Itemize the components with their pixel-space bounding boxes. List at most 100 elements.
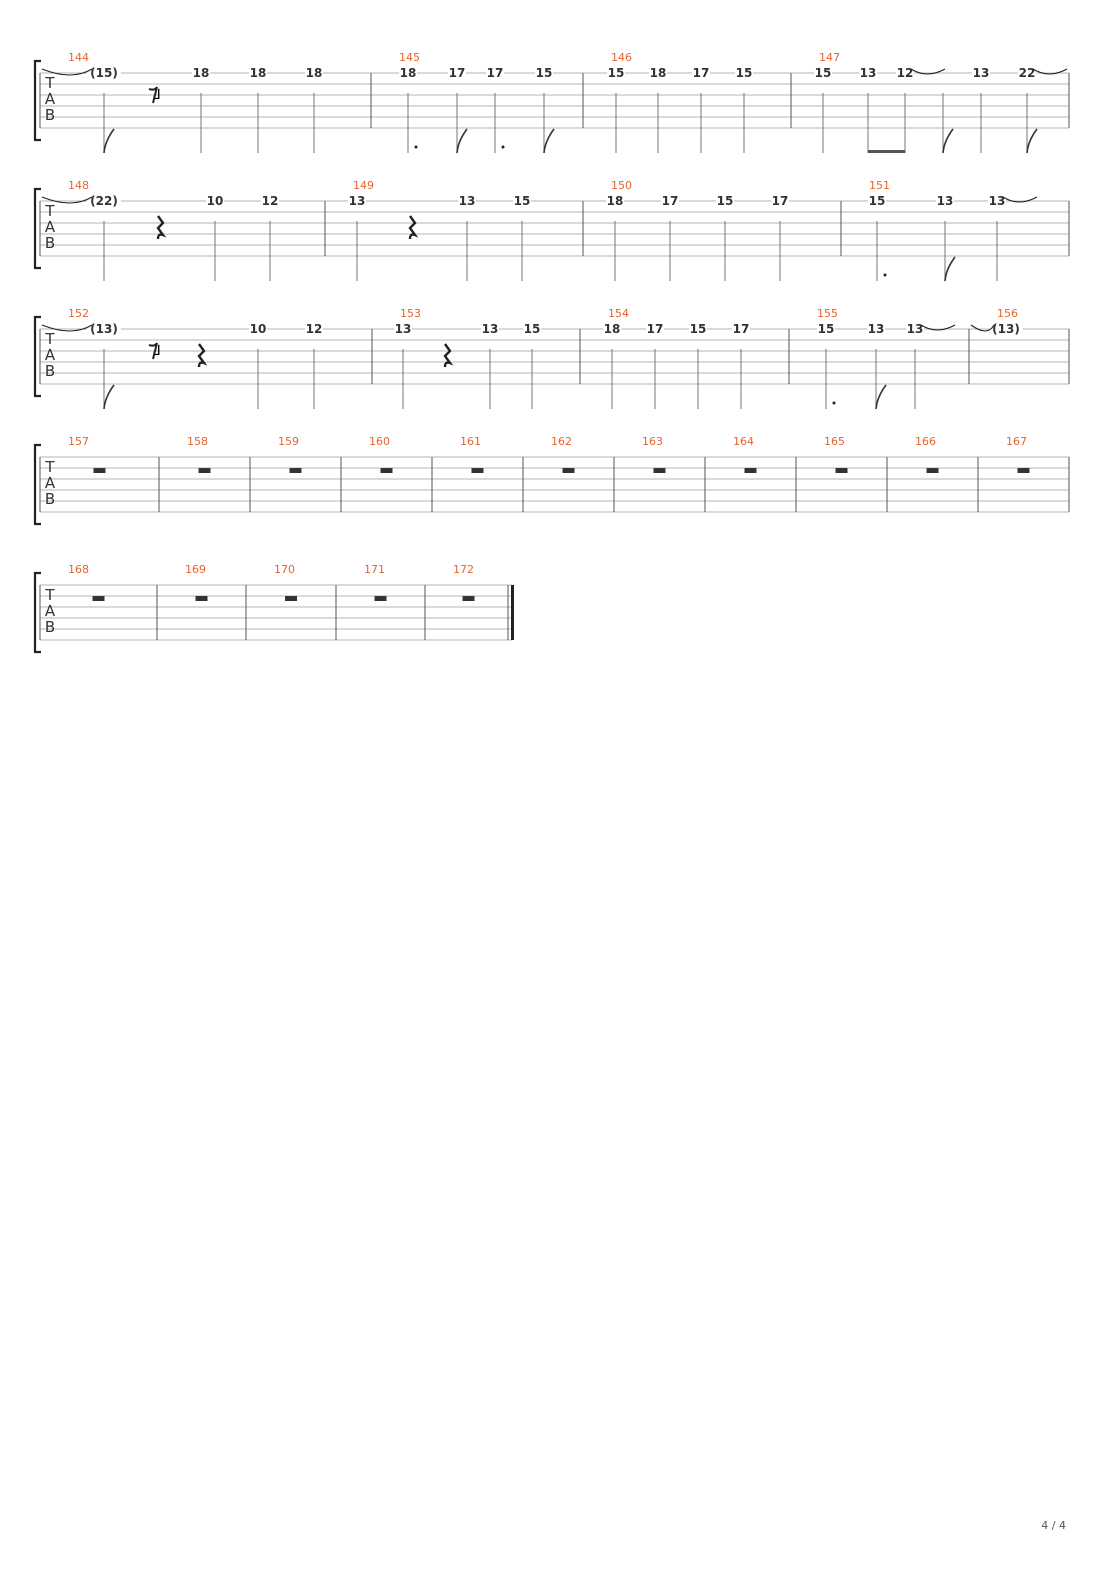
measure-number: 168 bbox=[68, 563, 89, 576]
measure-number: 156 bbox=[997, 307, 1018, 320]
tab-clef-t: T bbox=[44, 74, 55, 92]
measure-number: 149 bbox=[353, 179, 374, 192]
fret-number: 15 bbox=[717, 194, 734, 208]
fret-number: 13 bbox=[937, 194, 954, 208]
fret-bg bbox=[817, 323, 835, 334]
fret-number: 13 bbox=[482, 322, 499, 336]
fret-number: 18 bbox=[604, 322, 621, 336]
whole-rest bbox=[380, 468, 393, 473]
system-bracket bbox=[33, 571, 41, 654]
note-flag bbox=[103, 128, 115, 154]
fret-bg bbox=[649, 67, 667, 78]
fret-number: 18 bbox=[400, 66, 417, 80]
measure-number: 163 bbox=[642, 435, 663, 448]
measure-number: 165 bbox=[824, 435, 845, 448]
quarter-rest bbox=[408, 215, 419, 240]
fret-bg bbox=[972, 67, 990, 78]
fret-bg bbox=[661, 195, 679, 206]
eighth-rest bbox=[148, 86, 158, 104]
tie-curve bbox=[1002, 196, 1038, 203]
fret-bg bbox=[867, 323, 885, 334]
fret-bg bbox=[249, 323, 267, 334]
fret-number: 18 bbox=[306, 66, 323, 80]
measure-number: 144 bbox=[68, 51, 89, 64]
fret-number: 15 bbox=[869, 194, 886, 208]
fret-number: 22 bbox=[1019, 66, 1036, 80]
fret-bg bbox=[735, 67, 753, 78]
fret-bg bbox=[606, 195, 624, 206]
quarter-rest bbox=[197, 343, 208, 368]
measure-number: 153 bbox=[400, 307, 421, 320]
measure-number: 157 bbox=[68, 435, 89, 448]
note-flag bbox=[942, 128, 954, 154]
fret-bg bbox=[523, 323, 541, 334]
measure-number: 170 bbox=[274, 563, 295, 576]
fret-bg bbox=[771, 195, 789, 206]
fret-number: 17 bbox=[662, 194, 679, 208]
fret-number: 18 bbox=[607, 194, 624, 208]
fret-number: 13 bbox=[907, 322, 924, 336]
system-bracket bbox=[33, 187, 41, 270]
measure-number: 155 bbox=[817, 307, 838, 320]
rhythm-dot bbox=[414, 145, 418, 149]
tie-curve bbox=[920, 324, 956, 331]
note-flag bbox=[456, 128, 468, 154]
measure-number: 171 bbox=[364, 563, 385, 576]
fret-number: 15 bbox=[536, 66, 553, 80]
measure-number: 159 bbox=[278, 435, 299, 448]
fret-bg bbox=[689, 323, 707, 334]
fret-number: 13 bbox=[459, 194, 476, 208]
tie-curve bbox=[1032, 68, 1068, 75]
measure-number: 160 bbox=[369, 435, 390, 448]
fret-bg bbox=[87, 323, 121, 334]
fret-bg bbox=[513, 195, 531, 206]
fret-bg bbox=[535, 67, 553, 78]
quarter-rest bbox=[443, 343, 454, 368]
measure-number: 172 bbox=[453, 563, 474, 576]
tab-clef-t: T bbox=[44, 330, 55, 348]
eighth-rest: ⅃ bbox=[153, 87, 161, 103]
fret-number: 13 bbox=[349, 194, 366, 208]
measure-number: 152 bbox=[68, 307, 89, 320]
whole-rest bbox=[835, 468, 848, 473]
whole-rest bbox=[198, 468, 211, 473]
tab-clef-b: B bbox=[45, 106, 55, 124]
fret-bg bbox=[814, 67, 832, 78]
rhythm-dot bbox=[883, 273, 887, 277]
fret-number: 12 bbox=[306, 322, 323, 336]
tie-curve bbox=[41, 68, 93, 76]
fret-number: 15 bbox=[524, 322, 541, 336]
tie-curve bbox=[41, 196, 93, 204]
fret-bg bbox=[1018, 67, 1036, 78]
whole-rest bbox=[93, 468, 106, 473]
tab-clef-a: A bbox=[45, 90, 56, 108]
tab-clef-t: T bbox=[44, 586, 55, 604]
fret-number: 18 bbox=[650, 66, 667, 80]
quarter-rest bbox=[156, 215, 167, 240]
tab-clef-a: A bbox=[45, 474, 56, 492]
whole-rest bbox=[195, 596, 208, 601]
fret-bg bbox=[988, 195, 1006, 206]
whole-rest bbox=[92, 596, 105, 601]
fret-bg bbox=[348, 195, 366, 206]
fret-bg bbox=[646, 323, 664, 334]
whole-rest bbox=[471, 468, 484, 473]
tie-curve bbox=[910, 68, 946, 75]
fret-bg bbox=[859, 67, 877, 78]
measure-number: 154 bbox=[608, 307, 629, 320]
fret-number: (13) bbox=[90, 322, 118, 336]
measure-number: 162 bbox=[551, 435, 572, 448]
fret-bg bbox=[692, 67, 710, 78]
fret-number: 17 bbox=[733, 322, 750, 336]
measure-number: 169 bbox=[185, 563, 206, 576]
measure-number: 161 bbox=[460, 435, 481, 448]
fret-number: 18 bbox=[250, 66, 267, 80]
fret-bg bbox=[989, 323, 1023, 334]
whole-rest bbox=[562, 468, 575, 473]
whole-rest bbox=[926, 468, 939, 473]
